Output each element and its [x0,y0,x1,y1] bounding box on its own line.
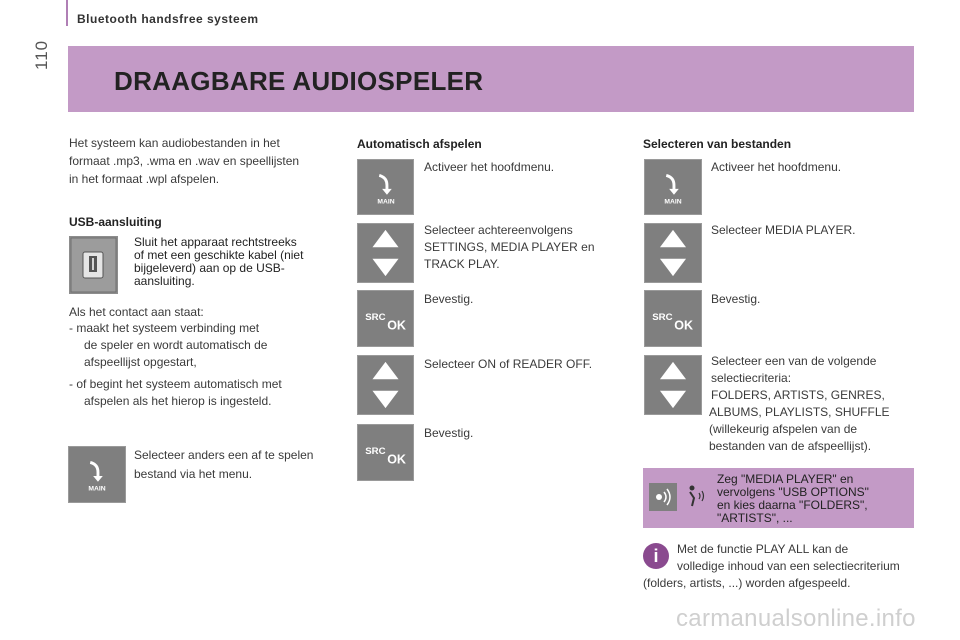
usb-text-4: aansluiting. [134,274,195,288]
auto-step-3: Bevestig. [424,292,474,306]
watermark: carmanualsonline.info [676,605,916,632]
bullet1-line3: afspeellijst opgestart, [84,355,197,369]
usb-heading: USB-aansluiting [69,215,162,229]
main-button-col1: MAIN [68,446,126,503]
arrows-button-col3b [644,355,702,415]
arrows-button-col2 [357,223,414,283]
contact-intro: Als het contact aan staat: [69,305,204,319]
info-icon: i [643,543,669,569]
bullet1-line2: de speler en wordt automatisch de [84,338,268,352]
info-line-3: (folders, artists, ...) worden afgespeel… [643,576,851,590]
usb-text-3: bijgeleverd) aan op de USB- [134,261,285,275]
auto-step-2-line3: TRACK PLAY. [424,257,500,271]
auto-step-2-line1: Selecteer achtereenvolgens [424,223,573,237]
file-step-4-line4: ALBUMS, PLAYLISTS, SHUFFLE [709,405,890,419]
usb-port-image [69,236,118,294]
voice-tip-line2: vervolgens "USB OPTIONS" [717,485,869,499]
main-button-col3: MAIN [644,159,702,215]
bullet2-line2: afspelen als het hierop is ingesteld. [84,394,272,408]
bullet1-line1: - maakt het systeem verbinding met [69,321,260,335]
file-step-4-line2: selectiecriteria: [711,371,792,385]
info-line-1: Met de functie PLAY ALL kan de [677,542,849,556]
page-title: DRAAGBARE AUDIOSPELER [114,66,484,96]
file-step-1: Activeer het hoofdmenu. [711,160,842,174]
intro-line-1: Het systeem kan audiobestanden in het [69,136,280,150]
main-button-col2: MAIN [357,159,414,215]
section-title: Bluetooth handsfree systeem [77,12,259,26]
auto-step-2-line2: SETTINGS, MEDIA PLAYER en [424,240,595,254]
ok-label: OK [387,319,406,333]
voice-tip-line4: "ARTISTS", ... [717,511,793,525]
speaking-person-icon [686,484,708,510]
voice-tip-box [643,468,914,528]
ok-label: OK [674,319,693,333]
arrows-button-col3 [644,223,702,283]
menu-text-2: bestand via het menu. [134,467,253,481]
main-label: MAIN [88,485,105,492]
main-label: MAIN [377,198,394,205]
file-step-3: Bevestig. [711,292,761,306]
voice-command-icon [649,483,677,511]
voice-tip-text: Zeg "MEDIA PLAYER" en vervolgens "USB OP… [717,473,912,525]
auto-play-heading: Automatisch afspelen [357,137,482,151]
file-step-4-line5: (willekeurig afspelen van de [709,422,858,436]
usb-text-1: Sluit het apparaat rechtstreeks [134,235,297,249]
main-label: MAIN [664,198,681,205]
menu-text-1: Selecteer anders een af te spelen [134,448,314,462]
voice-tip-line1: Zeg "MEDIA PLAYER" en [717,472,854,486]
ok-label: OK [387,453,406,467]
voice-tip-line3: en kies daarna "FOLDERS", [717,498,868,512]
usb-text-2: of met een geschikte kabel (niet [134,248,304,262]
header-divider [66,0,68,26]
info-line-2: volledige inhoud van een selectiecriteri… [677,559,900,573]
bullet2-line1: - of begint het systeem automatisch met [69,377,282,391]
src-label: SRC [365,446,385,457]
file-step-4-line6: bestanden van de afspeellijst). [709,439,872,453]
file-select-heading: Selecteren van bestanden [643,137,792,151]
src-label: SRC [365,312,385,323]
file-step-4-line1: Selecteer een van de volgende [711,354,877,368]
file-step-2: Selecteer MEDIA PLAYER. [711,223,856,237]
auto-step-4: Selecteer ON of READER OFF. [424,357,593,371]
intro-line-3: in het formaat .wpl afspelen. [69,172,220,186]
auto-step-5: Bevestig. [424,426,474,440]
intro-line-2: formaat .mp3, .wma en .wav en speellijst… [69,154,300,168]
src-label: SRC [652,312,672,323]
title-banner [68,46,914,112]
file-step-4-line3: FOLDERS, ARTISTS, GENRES, [711,388,885,402]
auto-step-1: Activeer het hoofdmenu. [424,160,555,174]
page-number: 110 [32,39,51,70]
arrows-button-col2b [357,355,414,415]
